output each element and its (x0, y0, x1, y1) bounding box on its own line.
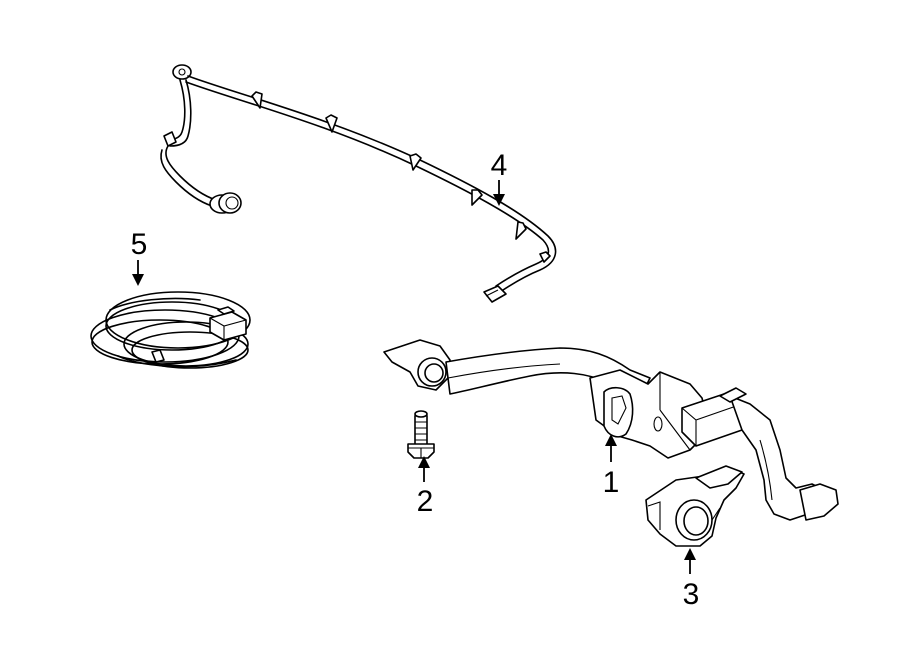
bolt-part-2[interactable] (407, 410, 435, 459)
callout-number-5: 5 (131, 228, 148, 261)
callout-2: 2 (417, 456, 434, 518)
callout-4: 4 (491, 149, 508, 206)
callout-number-1: 1 (603, 466, 620, 499)
callout-number-3: 3 (683, 578, 700, 611)
coiled-harness-part-5[interactable] (90, 291, 251, 369)
callout-number-2: 2 (417, 485, 434, 518)
hitch-bar-part-1[interactable] (383, 339, 839, 521)
callout-3: 3 (683, 548, 700, 611)
callout-5: 5 (131, 228, 148, 286)
wiring-harness-part-4[interactable] (160, 64, 557, 303)
callout-number-4: 4 (491, 149, 508, 182)
callout-1: 1 (603, 434, 620, 499)
cover-part-3[interactable] (645, 465, 745, 547)
